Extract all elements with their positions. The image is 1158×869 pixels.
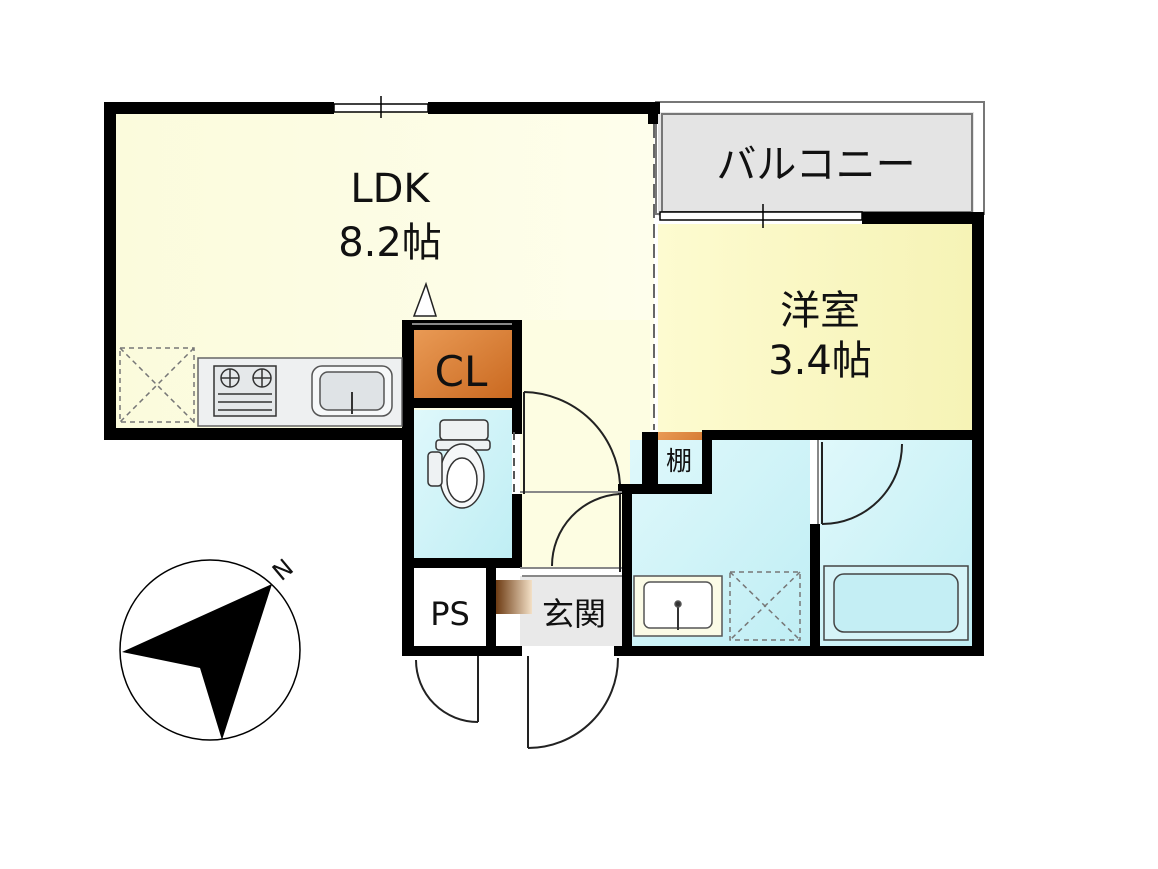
compass-icon	[119, 559, 301, 741]
stove-icon	[213, 365, 277, 417]
compass-north-label: N	[267, 554, 299, 587]
toilet-icon	[427, 419, 491, 509]
balcony-label: バルコニー	[716, 142, 915, 188]
sink-icon	[311, 365, 393, 417]
ldk-corridor-floor	[520, 320, 650, 492]
bathtub-icon	[823, 565, 969, 641]
hall-door	[523, 391, 621, 494]
washbasin-icon	[633, 575, 723, 637]
balcony-floor	[658, 112, 974, 216]
western-room-name: 洋室	[780, 288, 860, 334]
thin-walls	[412, 323, 819, 577]
doors	[415, 391, 903, 749]
shoe-box	[496, 580, 532, 614]
ldk-size: 8.2帖	[338, 220, 442, 266]
western-window	[659, 204, 863, 228]
fridge-space-icon	[119, 347, 195, 423]
ldk-window	[333, 96, 429, 118]
entrance-arrow-icon	[412, 281, 438, 317]
bathroom-door	[821, 442, 903, 525]
closet-floor	[414, 330, 512, 402]
entrance-label: 玄関	[542, 595, 606, 633]
ps-label: PS	[430, 595, 470, 633]
ps-door	[415, 656, 479, 723]
shelf-label: 棚	[666, 447, 692, 477]
western-room-floor	[658, 224, 972, 432]
closet-label: CL	[435, 347, 488, 396]
washroom-door	[550, 493, 621, 572]
walls	[104, 102, 984, 656]
washer-space-icon	[729, 571, 801, 641]
ldk-name: LDK	[350, 166, 431, 212]
entrance-door	[527, 656, 619, 749]
entrance-floor	[520, 576, 622, 646]
hall-floor	[520, 492, 622, 568]
ps-floor	[414, 578, 486, 648]
western-room-size: 3.4帖	[768, 338, 872, 384]
